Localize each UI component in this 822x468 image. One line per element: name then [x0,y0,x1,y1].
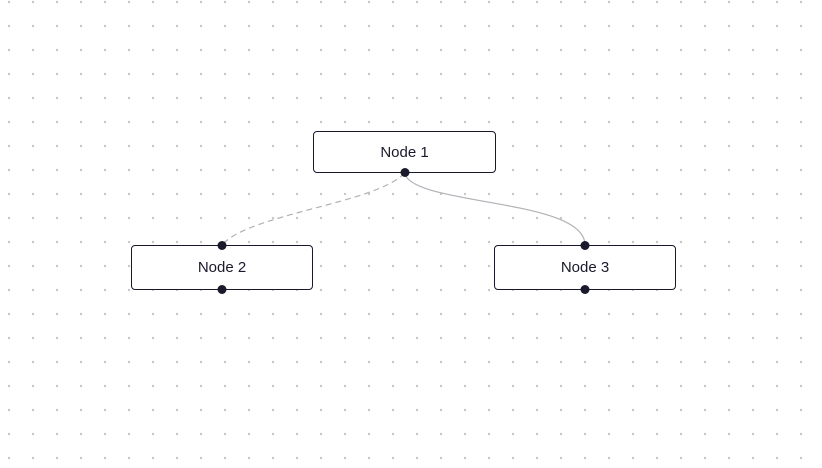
node-3[interactable]: Node 3 [494,241,676,294]
edge-node1-node2[interactable] [221,172,405,246]
edge-node1-node3[interactable] [403,172,586,246]
node-1-label: Node 1 [380,143,429,161]
node-1-source-handle[interactable] [400,168,409,177]
node-2-label: Node 2 [197,259,247,276]
node-2[interactable]: Node 2 [131,241,313,294]
node-3-target-handle[interactable] [580,241,590,250]
node-3-label: Node 3 [560,259,610,276]
node-3-source-handle[interactable] [580,285,590,294]
node-2-source-handle[interactable] [217,285,227,294]
node-2-target-handle[interactable] [217,241,227,250]
node-1[interactable]: Node 1 [313,131,496,177]
